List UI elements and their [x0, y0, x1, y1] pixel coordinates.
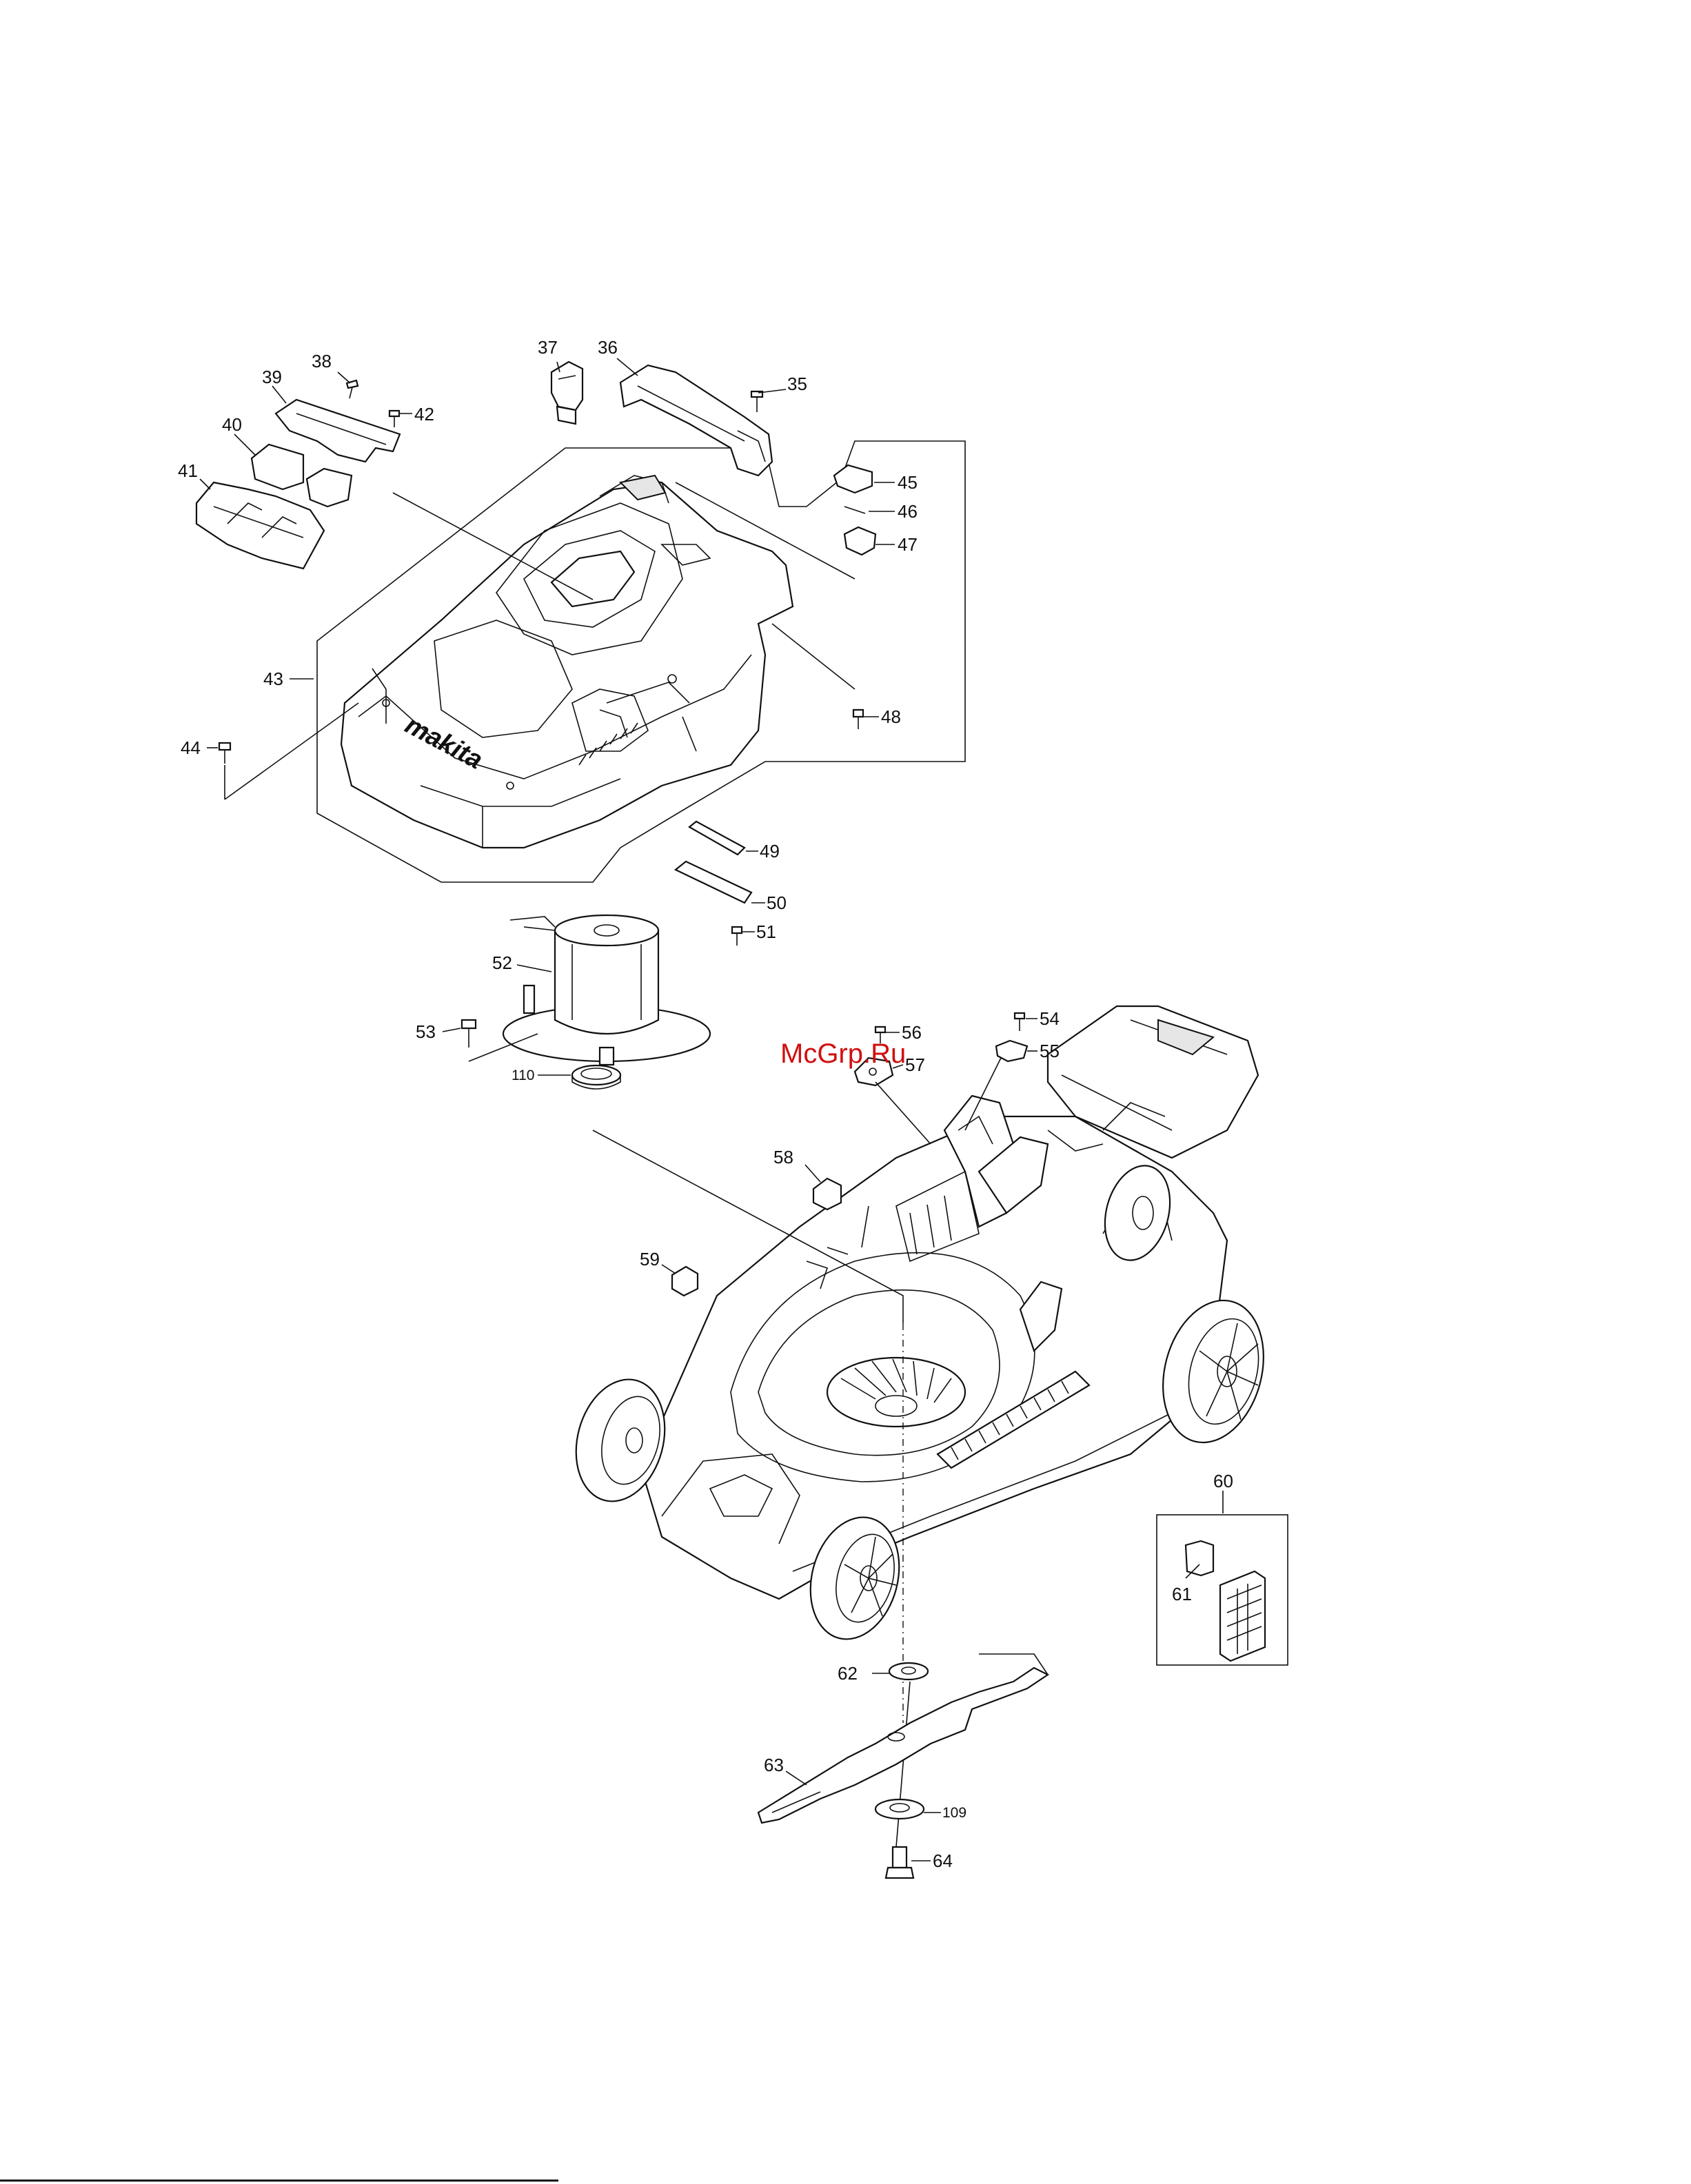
label-36: 36	[598, 337, 618, 358]
label-46: 46	[898, 501, 918, 522]
label-35: 35	[787, 374, 807, 394]
label-51: 51	[756, 921, 776, 942]
label-50: 50	[767, 892, 787, 913]
label-55: 55	[1040, 1041, 1060, 1061]
label-48: 48	[881, 706, 901, 727]
battery-cover: makita	[341, 476, 793, 848]
label-59: 59	[640, 1249, 660, 1269]
label-45: 45	[898, 472, 918, 493]
watermark: McGrp.Ru	[780, 1039, 906, 1069]
label-49: 49	[760, 841, 780, 861]
label-41: 41	[178, 460, 198, 481]
label-43: 43	[263, 669, 283, 689]
label-110: 110	[512, 1068, 534, 1083]
carry-handle	[620, 365, 772, 476]
bearing-ring	[572, 1065, 620, 1089]
mower-deck	[641, 1006, 1258, 1599]
label-57: 57	[905, 1054, 925, 1075]
bar-parts	[676, 821, 751, 946]
latch-part	[551, 362, 583, 424]
label-62: 62	[838, 1663, 858, 1684]
label-39: 39	[262, 367, 282, 387]
label-37: 37	[538, 337, 558, 358]
label-47: 47	[898, 534, 918, 555]
label-40: 40	[222, 414, 242, 435]
label-61: 61	[1172, 1584, 1192, 1604]
label-54: 54	[1040, 1008, 1060, 1029]
motor	[503, 915, 710, 1065]
label-64: 64	[933, 1850, 953, 1871]
label-109: 109	[942, 1805, 966, 1821]
battery-cover-group: makita	[196, 362, 965, 882]
label-58: 58	[773, 1147, 793, 1167]
lock-parts	[834, 465, 875, 555]
label-44: 44	[181, 737, 201, 758]
label-53: 53	[416, 1021, 436, 1042]
label-52: 52	[492, 952, 512, 973]
label-60: 60	[1213, 1471, 1233, 1491]
label-63: 63	[764, 1755, 784, 1775]
label-38: 38	[312, 351, 332, 371]
label-42: 42	[414, 404, 434, 425]
